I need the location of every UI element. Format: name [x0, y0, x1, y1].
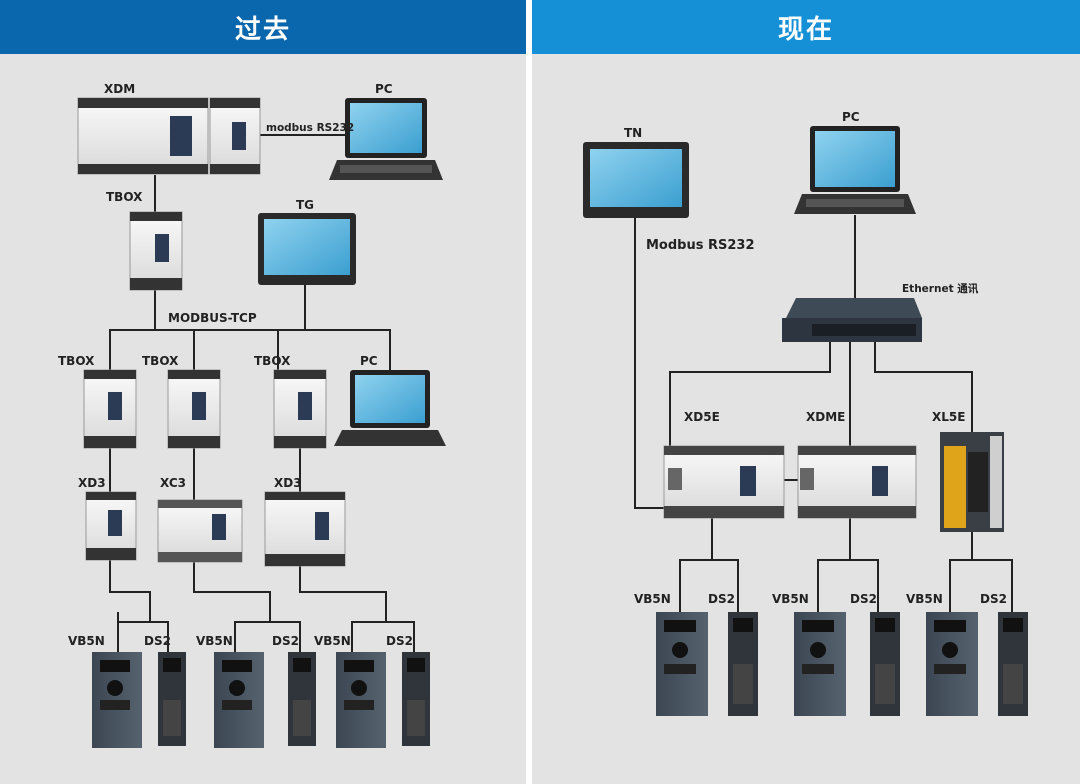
label-xc3: XC3	[160, 476, 186, 490]
label-pc-right: PC	[842, 110, 860, 124]
label-xd3-1: XD3	[78, 476, 106, 490]
label-pc-mid: PC	[360, 354, 378, 368]
tbox-1	[83, 369, 137, 449]
label-xl5e: XL5E	[932, 410, 966, 424]
ds2-servo-right-2	[870, 612, 900, 716]
label-vb5n-left-3: VB5N	[314, 634, 351, 648]
label-tbox-3: TBOX	[254, 354, 291, 368]
tbox-top	[129, 211, 183, 291]
label-tbox-2: TBOX	[142, 354, 179, 368]
vb5n-inverter-right-1	[656, 612, 708, 716]
label-tg: TG	[296, 198, 315, 212]
label-ds2-left-3: DS2	[386, 634, 413, 648]
label-vb5n-right-1: VB5N	[634, 592, 671, 606]
pc-laptop-top	[329, 98, 443, 180]
label-xdme: XDME	[806, 410, 846, 424]
label-ds2-right-1: DS2	[708, 592, 735, 606]
tbox-2	[167, 369, 221, 449]
past-header: 过去	[0, 0, 526, 54]
ds2-servo-right-1	[728, 612, 758, 716]
tg-touch-screen	[258, 213, 356, 285]
xdm-plc	[77, 97, 261, 175]
ethernet-switch	[782, 298, 922, 342]
pc-laptop-mid	[334, 370, 446, 446]
vb5n-inverter-left-1	[92, 652, 142, 748]
label-modbus-rs232-left: modbus RS232	[266, 122, 355, 134]
label-xdm: XDM	[104, 82, 136, 96]
label-vb5n-right-3: VB5N	[906, 592, 943, 606]
label-vb5n-left-2: VB5N	[196, 634, 233, 648]
label-xd3-2: XD3	[274, 476, 302, 490]
tn-touch-screen	[583, 142, 689, 218]
ds2-servo-left-2	[288, 652, 316, 746]
vb5n-inverter-left-3	[336, 652, 386, 748]
tbox-3	[273, 369, 327, 449]
vb5n-inverter-right-3	[926, 612, 978, 716]
label-vb5n-left-1: VB5N	[68, 634, 105, 648]
label-vb5n-right-2: VB5N	[772, 592, 809, 606]
now-panel: 现在	[532, 0, 1080, 784]
xdme-plc	[797, 445, 917, 519]
label-ds2-right-3: DS2	[980, 592, 1007, 606]
label-modbus-tcp: MODBUS-TCP	[168, 311, 257, 325]
now-header: 现在	[532, 0, 1080, 54]
vb5n-inverter-right-2	[794, 612, 846, 716]
vb5n-inverter-left-2	[214, 652, 264, 748]
xd5e-plc	[663, 445, 785, 519]
label-xd5e: XD5E	[684, 410, 720, 424]
ds2-servo-right-3	[998, 612, 1028, 716]
label-tbox-top: TBOX	[106, 190, 143, 204]
label-modbus-rs232-right: Modbus RS232	[646, 238, 755, 253]
label-tbox-1: TBOX	[58, 354, 95, 368]
pc-laptop-right	[794, 126, 916, 214]
now-wiring	[634, 215, 1013, 612]
xd3-plc-2	[264, 491, 346, 567]
xc3-plc	[157, 499, 243, 563]
xl5e-plc	[940, 432, 1004, 532]
label-pc-top: PC	[375, 82, 393, 96]
label-ds2-left-1: DS2	[144, 634, 171, 648]
label-ds2-left-2: DS2	[272, 634, 299, 648]
label-ethernet: Ethernet 通讯	[902, 283, 979, 295]
ds2-servo-left-1	[158, 652, 186, 746]
label-tn: TN	[624, 126, 643, 140]
ds2-servo-left-3	[402, 652, 430, 746]
xd3-plc-1	[85, 491, 137, 561]
past-wiring	[109, 134, 415, 652]
label-ds2-right-2: DS2	[850, 592, 877, 606]
